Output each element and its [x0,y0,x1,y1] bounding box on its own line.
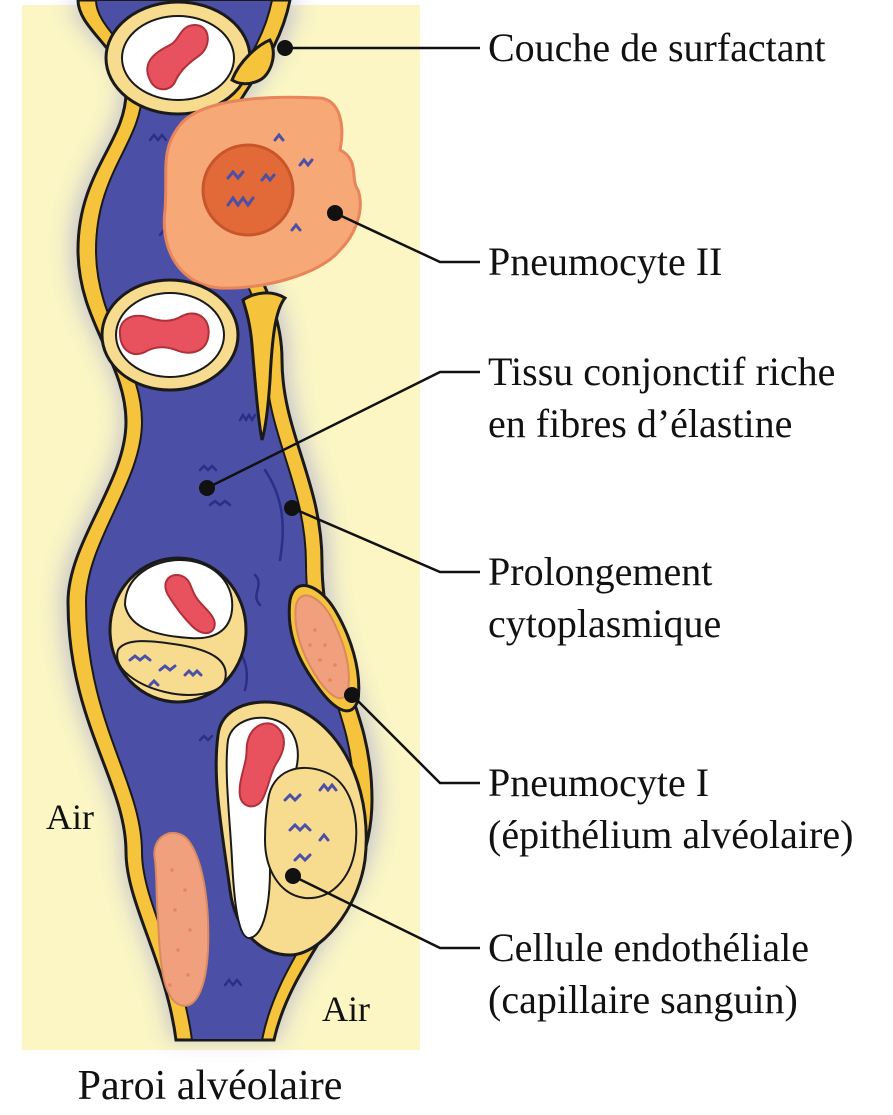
capillary-top [106,2,250,114]
label-air-left: Air [46,796,94,838]
label-pneumocyte-ii: Pneumocyte II [488,238,722,286]
capillary-mid-lower [110,558,246,702]
label-pneumocyte-i-line1: Pneumocyte I [488,759,709,807]
label-air-right: Air [322,988,370,1030]
capillary-mid-upper [102,280,238,390]
label-prolongement-line1: Prolongement [488,548,712,596]
endothelial-cell-nucleus [265,768,356,898]
label-surfactant: Couche de surfactant [488,24,826,72]
figure-caption: Paroi alvéolaire [0,1062,420,1110]
pneumocyte-ii [164,97,360,288]
label-endothelial-line2: (capillaire sanguin) [488,976,798,1024]
label-endothelial-line1: Cellule endothéliale [488,924,809,972]
label-tissu-line2: en fibres d’élastine [488,400,792,448]
nucleus [203,145,293,235]
label-pneumocyte-i-line2: (épithélium alvéolaire) [488,811,853,859]
label-tissu-line1: Tissu conjonctif riche [488,348,835,396]
label-prolongement-line2: cytoplasmique [488,600,721,648]
